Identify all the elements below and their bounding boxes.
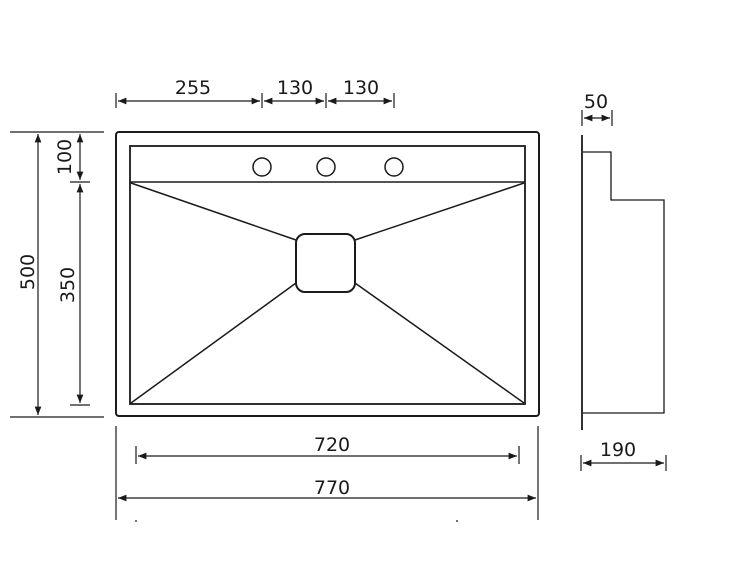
dim-bowl-height: 190 [600,439,636,461]
sink-inner-frame [129,145,526,405]
slope-line-bottom-left [130,282,297,404]
top-dimensions: 255 130 130 [115,77,395,108]
dim-overall-width: 770 [314,477,350,499]
slope-line-top-right [354,182,525,241]
bottom-dimensions: 720 770 [115,426,539,522]
dim-hole-spacing-2: 130 [343,77,379,99]
tap-hole-3 [384,157,404,177]
dim-overall-depth: 500 [17,254,39,290]
slope-line-bottom-right [354,282,525,404]
side-bowl-profile [583,151,665,414]
sink-side-view: 50 190 [580,91,667,471]
dim-left-offset: 255 [175,77,211,99]
dim-deck-depth: 100 [54,139,76,175]
dim-hole-spacing-1: 130 [277,77,313,99]
tap-hole-1 [252,157,272,177]
tap-hole-2 [316,157,336,177]
dim-flange-width: 50 [584,91,608,113]
slope-line-top-left [130,182,297,241]
dim-bowl-depth: 350 [57,267,79,303]
drain-outlet [295,233,356,293]
left-dimensions: 500 100 350 [10,131,104,418]
dim-bowl-width: 720 [314,434,350,456]
sink-outer-frame [115,131,540,417]
sink-top-view [115,131,540,417]
